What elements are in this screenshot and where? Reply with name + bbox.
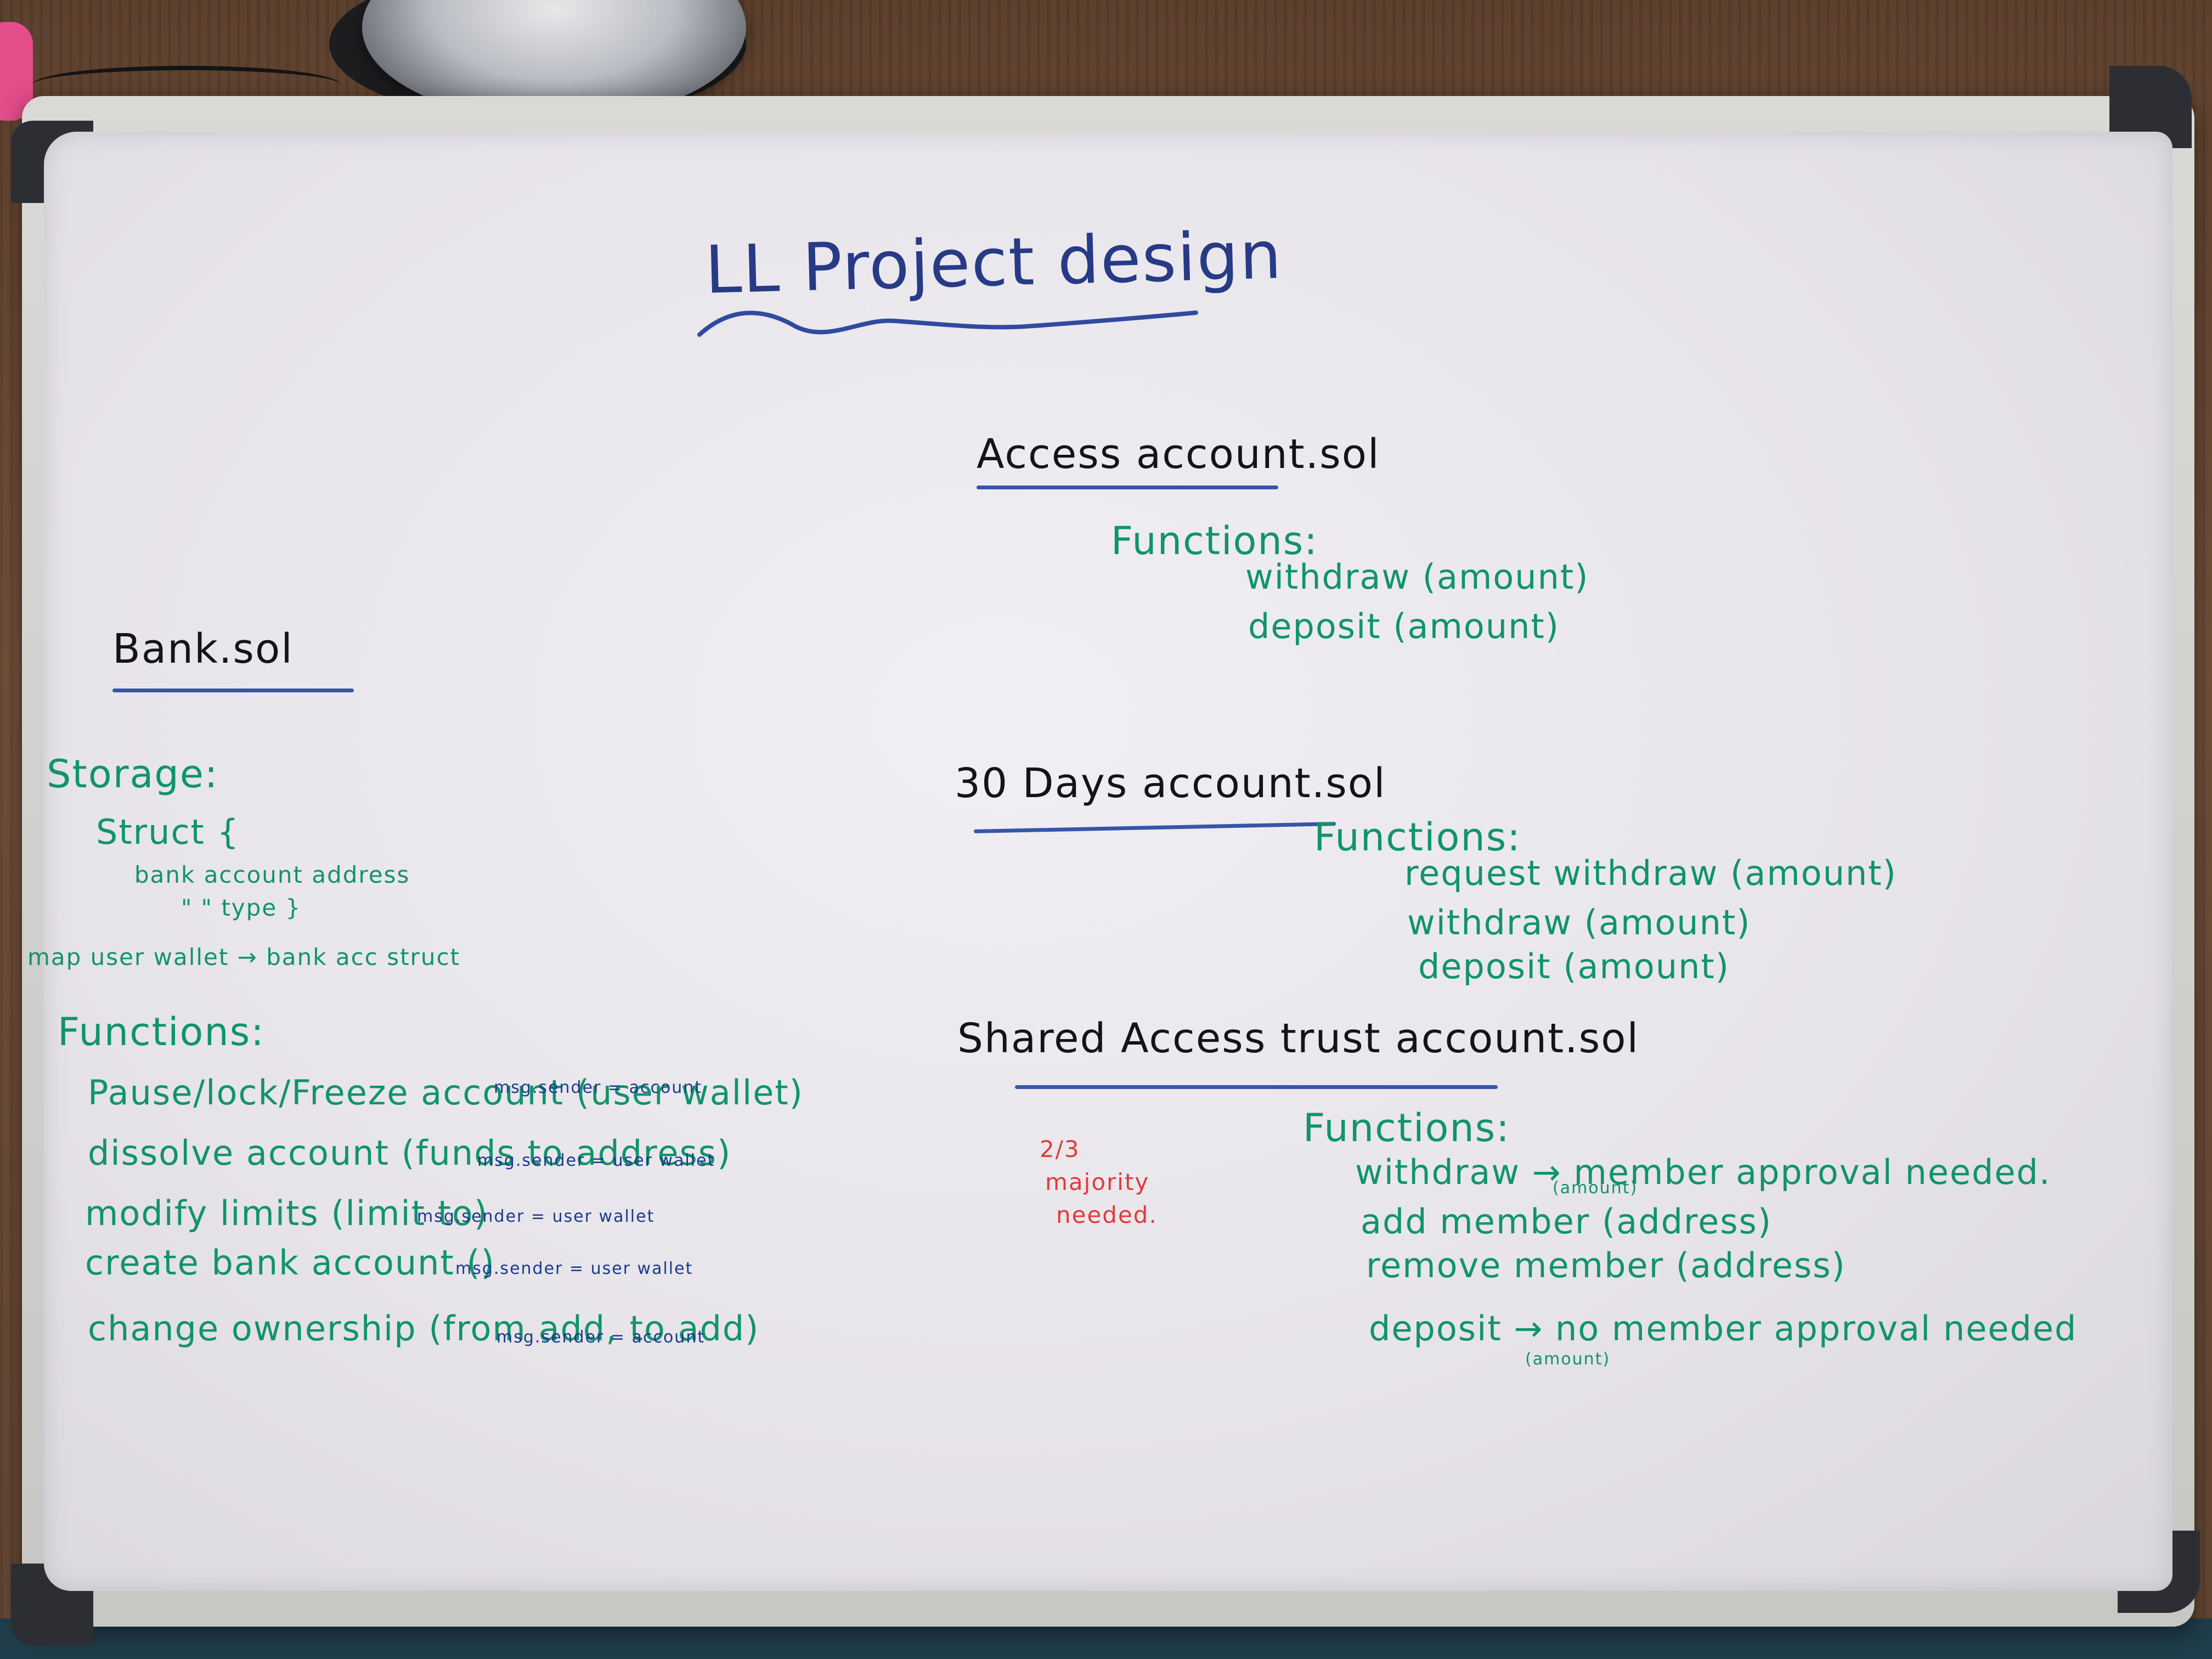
bank-function-note: msg.sender = user wallet: [417, 1207, 655, 1226]
bank-storage-line: Struct {: [96, 812, 240, 852]
shared-underline: [1015, 1085, 1498, 1089]
days-function: deposit (amount): [1418, 946, 1730, 986]
bank-function: create bank account (): [85, 1243, 495, 1283]
days-function: withdraw (amount): [1407, 902, 1751, 943]
majority-note-line: needed.: [1056, 1201, 1158, 1228]
shared-function-sub: (amount): [1553, 1178, 1638, 1198]
bank-function: dissolve account (funds to address): [88, 1133, 732, 1173]
shared-functions-label: Functions:: [1303, 1105, 1510, 1150]
bank-functions-label: Functions:: [58, 1009, 265, 1054]
shared-function: add member (address): [1361, 1201, 1773, 1242]
bank-function: change ownership (from add, to add): [88, 1308, 760, 1348]
access-functions-label: Functions:: [1111, 518, 1318, 563]
bank-function: modify limits (limit to): [85, 1193, 489, 1233]
bank-storage-line: " " type }: [181, 894, 302, 921]
shared-function: withdraw → member approval needed.: [1355, 1152, 2051, 1192]
days-underline: [973, 822, 1336, 833]
access-underline: [977, 486, 1278, 489]
bank-heading: Bank.sol: [112, 625, 294, 673]
days-function: request withdraw (amount): [1404, 853, 1897, 893]
days-functions-label: Functions:: [1314, 815, 1521, 860]
days-heading: 30 Days account.sol: [955, 760, 1386, 807]
shared-function: remove member (address): [1366, 1245, 1846, 1285]
bank-storage-line: bank account address: [134, 861, 410, 888]
bank-function-note: msg.sender = user wallet: [477, 1151, 715, 1170]
bank-storage-label: Storage:: [47, 752, 219, 797]
majority-note-line: majority: [1045, 1169, 1150, 1195]
title-underline: [697, 311, 1198, 337]
bank-function-note: msg.sender = account: [496, 1328, 706, 1347]
bank-function: Pause/lock/Freeze account (user wallet): [88, 1073, 804, 1113]
access-function: deposit (amount): [1248, 606, 1560, 646]
shared-function: deposit → no member approval needed: [1369, 1308, 2078, 1348]
cable: [33, 66, 340, 103]
shared-function-sub: (amount): [1525, 1350, 1611, 1369]
whiteboard: [44, 132, 2172, 1591]
access-heading: Access account.sol: [977, 431, 1380, 478]
bank-function-note: msg.sender = account: [494, 1078, 703, 1097]
shared-heading: Shared Access trust account.sol: [957, 1015, 1640, 1062]
board-title: LL Project design: [704, 217, 1284, 309]
bank-storage-line: map user wallet → bank acc struct: [27, 944, 461, 970]
majority-note-line: 2/3: [1040, 1136, 1080, 1163]
access-function: withdraw (amount): [1245, 557, 1589, 597]
bank-underline: [112, 689, 354, 692]
bank-function-note: msg.sender = user wallet: [455, 1259, 693, 1278]
